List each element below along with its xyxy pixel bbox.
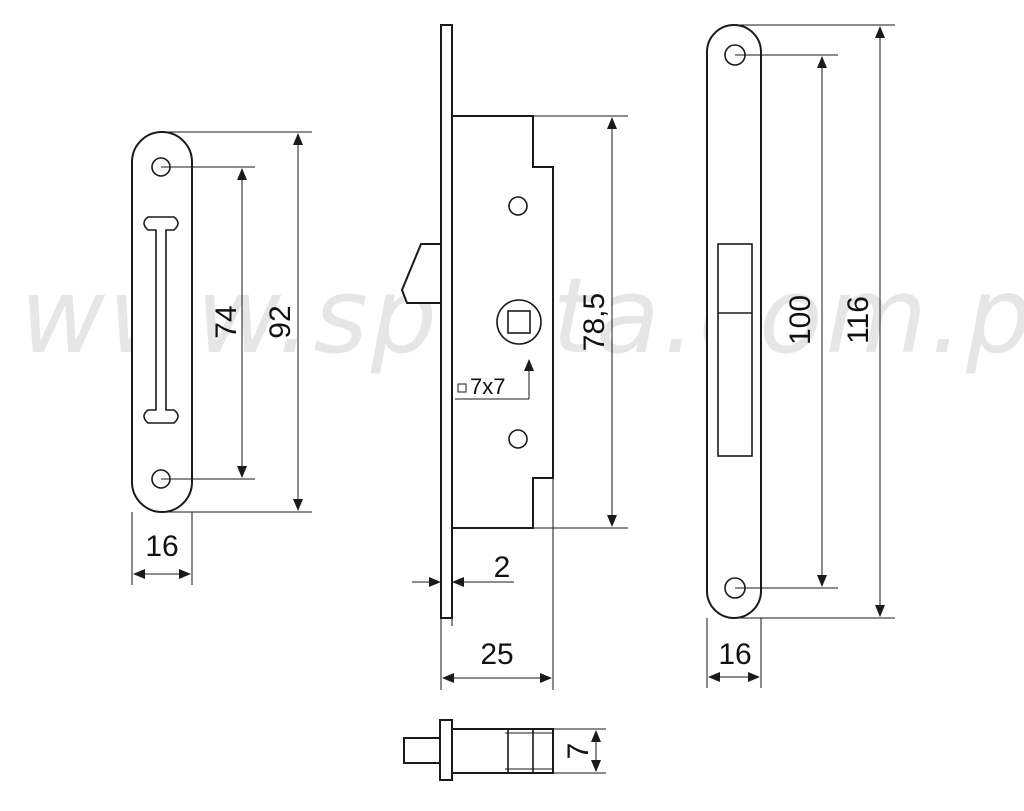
strike-plate: 74 92 16 — [131, 131, 312, 585]
latch-tip — [403, 737, 441, 764]
dim-label-25: 25 — [480, 638, 513, 671]
dim-label-100: 100 — [784, 295, 817, 345]
case-top-screw-hole — [508, 196, 528, 216]
dim-label-7x7: 7x7 — [470, 374, 505, 399]
dim-label-16-strike: 16 — [145, 530, 178, 563]
latch-body — [451, 728, 554, 774]
case-bottom-screw-hole — [508, 429, 528, 449]
dim-label-116: 116 — [842, 296, 875, 344]
lock-body-side-view: 7x7 78,5 2 25 — [400, 24, 628, 690]
dim-label-16-faceplate: 16 — [718, 638, 751, 671]
lock-case — [451, 115, 554, 529]
strike-latch-slot — [143, 216, 179, 424]
faceplate-side — [440, 24, 453, 619]
latch-opening — [717, 243, 753, 457]
latch-bolt — [400, 243, 442, 304]
strike-plate-outline — [131, 131, 193, 513]
latch-top-view: 7 — [403, 719, 606, 781]
spindle-square-hole — [507, 310, 531, 334]
dim-label-92: 92 — [264, 305, 297, 338]
dim-label-78-5: 78,5 — [578, 293, 611, 351]
latch-flange — [439, 719, 453, 781]
dim-label-2: 2 — [494, 551, 511, 584]
faceplate-outline — [706, 24, 762, 619]
spindle-hub — [496, 299, 542, 345]
dim-label-7: 7 — [562, 743, 595, 760]
square-symbol-icon — [457, 383, 467, 393]
dim-label-74: 74 — [210, 305, 243, 338]
faceplate-front-view: 100 116 16 — [706, 24, 895, 688]
